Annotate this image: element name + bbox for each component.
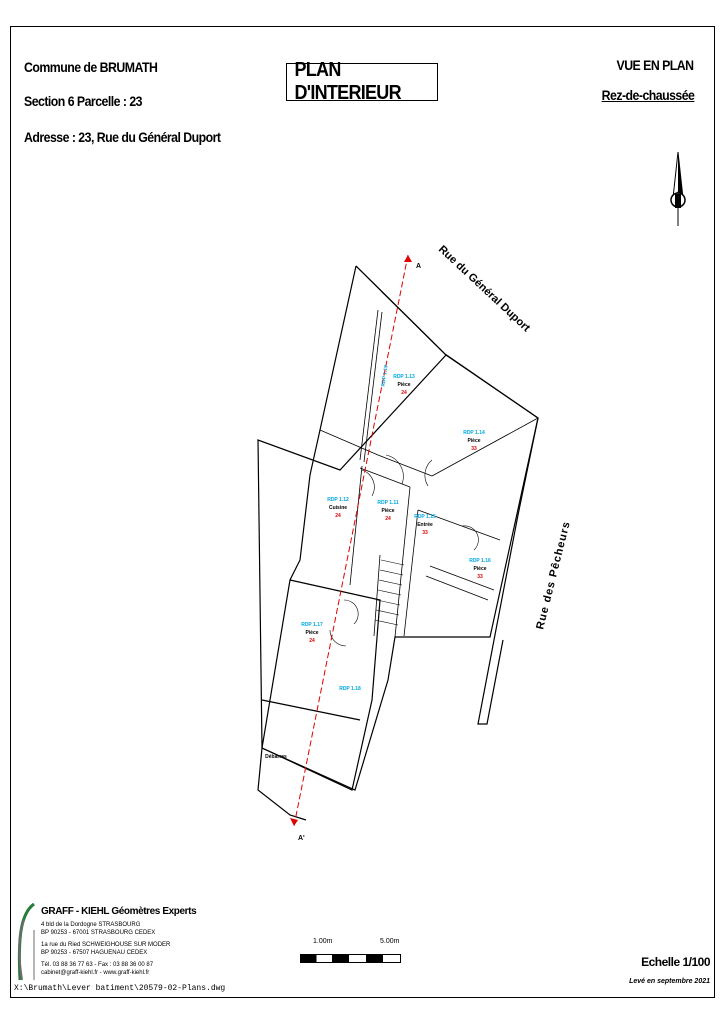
interior-walls <box>319 309 539 638</box>
room-code: RDP 1.16 <box>469 558 491 564</box>
scale-bar <box>300 954 401 963</box>
view-label: VUE EN PLAN <box>616 57 695 73</box>
room-area: 24 <box>385 516 391 522</box>
company-address-4: BP 90253 - 67507 HAGUENAU CEDEX <box>41 950 148 956</box>
room-name: Débarras <box>265 754 287 760</box>
room-code: RDP 1.12 <box>327 497 349 503</box>
company-address-3: 1a rue du Ried SCHWEIGHOUSE SUR MODER <box>41 942 171 948</box>
address-label: Adresse : 23, Rue du Général Duport <box>24 129 221 145</box>
room-name: Pièce <box>467 438 480 444</box>
plan-title-box: PLAN D'INTERIEUR <box>286 59 438 104</box>
company-logo-icon <box>17 902 35 981</box>
commune-label: Commune de BRUMATH <box>24 59 158 75</box>
room-area: 33 <box>477 574 483 580</box>
room-code: RDP 1.14 <box>463 430 485 436</box>
svg-text:A: A <box>416 263 421 270</box>
plan-title: PLAN D'INTERIEUR <box>294 59 402 104</box>
stairs <box>374 559 405 626</box>
room-code: RDP 1.15 <box>414 514 436 520</box>
svg-text:A': A' <box>298 835 305 842</box>
drawing-frame <box>10 26 715 998</box>
room-name: Entrée <box>417 522 433 528</box>
room-code: RDP 1.13 <box>393 374 415 380</box>
section-label: Section 6 Parcelle : 23 <box>24 93 143 109</box>
room-area: 24 <box>401 390 407 396</box>
room-name: Pièce <box>397 382 410 388</box>
north-arrow-icon <box>670 151 686 226</box>
company-phone: Tél. 03 88 36 77 63 - Fax : 03 88 36 00 … <box>41 962 154 968</box>
company-name: GRAFF - KIEHL Géomètres Experts <box>41 906 197 917</box>
room-area: 33 <box>471 446 477 452</box>
room-area: 24 <box>309 638 315 644</box>
section-cut-line: A A' <box>290 254 421 842</box>
room-code: RDP 1.19 <box>381 365 390 387</box>
company-address-1: 4 bld de la Dordogne STRASBOURG <box>41 922 141 928</box>
room-name: Cuisine <box>329 505 347 511</box>
room-code: RDP 1.18 <box>339 686 361 692</box>
room-area: 33 <box>422 530 428 536</box>
exterior-walls <box>257 265 539 821</box>
file-path: X:\Brumath\Lever batiment\20579-02-Plans… <box>14 984 226 993</box>
level-label: Rez-de-chaussée <box>601 87 694 103</box>
room-code: RDP 1.17 <box>301 622 323 628</box>
room-code: RDP 1.11 <box>377 500 399 506</box>
room-name: Pièce <box>305 630 318 636</box>
company-web: cabinet@graff-kiehl.fr - www.graff-kiehl… <box>41 970 150 976</box>
room-name: Pièce <box>381 508 394 514</box>
scale-label-5m: 5.00m <box>380 938 400 945</box>
room-name: Pièce <box>473 566 486 572</box>
street-label-duport: Rue du Général Duport <box>436 243 532 334</box>
scale-label-1m: 1.00m <box>313 938 333 945</box>
street-label-pecheurs: Rue des Pêcheurs <box>534 520 573 631</box>
room-area: 24 <box>335 513 341 519</box>
room-labels: RDP 1.14 Pièce 33 RDP 1.13 Pièce 24 RDP … <box>265 365 491 760</box>
door-swings <box>329 454 479 647</box>
scale-ratio: Echelle 1/100 <box>641 955 710 969</box>
company-address-2: BP 90253 - 67001 STRASBOURG CEDEX <box>41 930 156 936</box>
survey-date: Levé en septembre 2021 <box>629 978 710 985</box>
